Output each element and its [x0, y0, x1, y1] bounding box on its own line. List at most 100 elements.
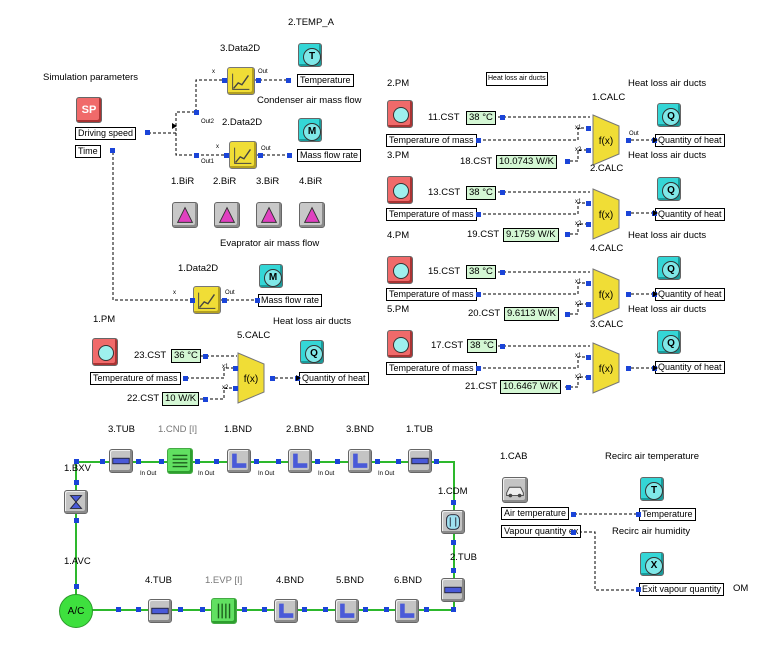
port[interactable] [224, 153, 229, 158]
q-block-calc3[interactable]: Q [657, 330, 681, 354]
q-block-calc2[interactable]: Q [657, 177, 681, 201]
tub-3-block[interactable] [109, 449, 133, 473]
port[interactable] [286, 78, 291, 83]
bnd-4-block[interactable] [274, 599, 298, 623]
port[interactable] [571, 530, 576, 535]
port[interactable] [586, 355, 591, 360]
cst-11-value[interactable]: 38 °C [466, 111, 496, 125]
cst-20-value[interactable]: 9.6113 W/K [504, 307, 559, 321]
port[interactable] [384, 607, 389, 612]
port[interactable] [200, 607, 205, 612]
port[interactable] [110, 148, 115, 153]
port[interactable] [214, 459, 219, 464]
port[interactable] [116, 607, 121, 612]
port[interactable] [203, 354, 208, 359]
port[interactable] [190, 298, 195, 303]
port[interactable] [626, 211, 631, 216]
port[interactable] [258, 153, 263, 158]
data2d-1-block[interactable] [193, 286, 221, 314]
port[interactable] [233, 386, 238, 391]
port[interactable] [565, 159, 570, 164]
port[interactable] [270, 376, 275, 381]
port[interactable] [136, 607, 141, 612]
cst-21-value[interactable]: 10.6467 W/K [500, 380, 561, 394]
mass-flow-sensor-block-bottom[interactable]: M [259, 264, 283, 288]
bir-1-block[interactable] [172, 202, 198, 228]
bnd-3-block[interactable] [348, 449, 372, 473]
cab-block[interactable] [502, 477, 528, 503]
bnd-2-block[interactable] [288, 449, 312, 473]
port[interactable] [451, 500, 456, 505]
port[interactable] [74, 480, 79, 485]
port[interactable] [500, 190, 505, 195]
port[interactable] [476, 292, 481, 297]
port[interactable] [194, 153, 199, 158]
port[interactable] [302, 607, 307, 612]
port[interactable] [586, 222, 591, 227]
port[interactable] [74, 518, 79, 523]
port[interactable] [451, 607, 456, 612]
port[interactable] [586, 148, 591, 153]
port[interactable] [195, 459, 200, 464]
port[interactable] [262, 607, 267, 612]
port[interactable] [323, 607, 328, 612]
port[interactable] [233, 366, 238, 371]
port[interactable] [222, 298, 227, 303]
port[interactable] [242, 607, 247, 612]
port[interactable] [565, 232, 570, 237]
pm-2-block[interactable] [387, 100, 413, 128]
port[interactable] [363, 607, 368, 612]
pm-4-block[interactable] [387, 256, 413, 284]
calc-3-block[interactable]: f(x) [592, 342, 620, 394]
pm-1-block[interactable] [92, 338, 118, 366]
port[interactable] [586, 126, 591, 131]
port[interactable] [566, 385, 571, 390]
cnd-block[interactable] [167, 448, 193, 474]
port[interactable] [396, 459, 401, 464]
cdm-block[interactable] [441, 510, 465, 534]
calc-5-block[interactable]: f(x) [237, 352, 265, 404]
cst-15-value[interactable]: 38 °C [466, 265, 496, 279]
port[interactable] [636, 512, 641, 517]
bir-2-block[interactable] [214, 202, 240, 228]
evp-block[interactable] [211, 598, 237, 624]
port[interactable] [178, 607, 183, 612]
port[interactable] [476, 212, 481, 217]
q-block-calc4[interactable]: Q [657, 256, 681, 280]
port[interactable] [500, 270, 505, 275]
port[interactable] [276, 459, 281, 464]
port[interactable] [74, 459, 79, 464]
port[interactable] [375, 459, 380, 464]
bnd-5-block[interactable] [335, 599, 359, 623]
port[interactable] [203, 397, 208, 402]
q-block-calc1[interactable]: Q [657, 103, 681, 127]
port[interactable] [254, 459, 259, 464]
recirc-temp-block[interactable]: T [640, 477, 664, 501]
port[interactable] [586, 375, 591, 380]
port[interactable] [100, 459, 105, 464]
port[interactable] [636, 587, 641, 592]
cst-22-value[interactable]: 10 W/K [162, 392, 200, 406]
calc-2-block[interactable]: f(x) [592, 188, 620, 240]
port[interactable] [476, 138, 481, 143]
port[interactable] [586, 281, 591, 286]
pm-5-block[interactable] [387, 330, 413, 358]
port[interactable] [451, 568, 456, 573]
port[interactable] [626, 366, 631, 371]
cst-23-value[interactable]: 36 °C [171, 349, 201, 363]
cst-19-value[interactable]: 9.1759 W/K [503, 228, 559, 242]
port[interactable] [626, 138, 631, 143]
cst-17-value[interactable]: 38 °C [467, 339, 497, 353]
bnd-6-block[interactable] [395, 599, 419, 623]
port[interactable] [287, 153, 292, 158]
cst-18-value[interactable]: 10.0743 W/K [496, 155, 557, 169]
calc-4-block[interactable]: f(x) [592, 268, 620, 320]
data2d-2-block[interactable] [229, 141, 257, 169]
port[interactable] [586, 201, 591, 206]
calc-1-block[interactable]: f(x) [592, 114, 620, 166]
tub-1-block[interactable] [408, 449, 432, 473]
port[interactable] [424, 607, 429, 612]
ac-block[interactable]: A/C [59, 594, 93, 628]
port[interactable] [183, 376, 188, 381]
port[interactable] [159, 459, 164, 464]
